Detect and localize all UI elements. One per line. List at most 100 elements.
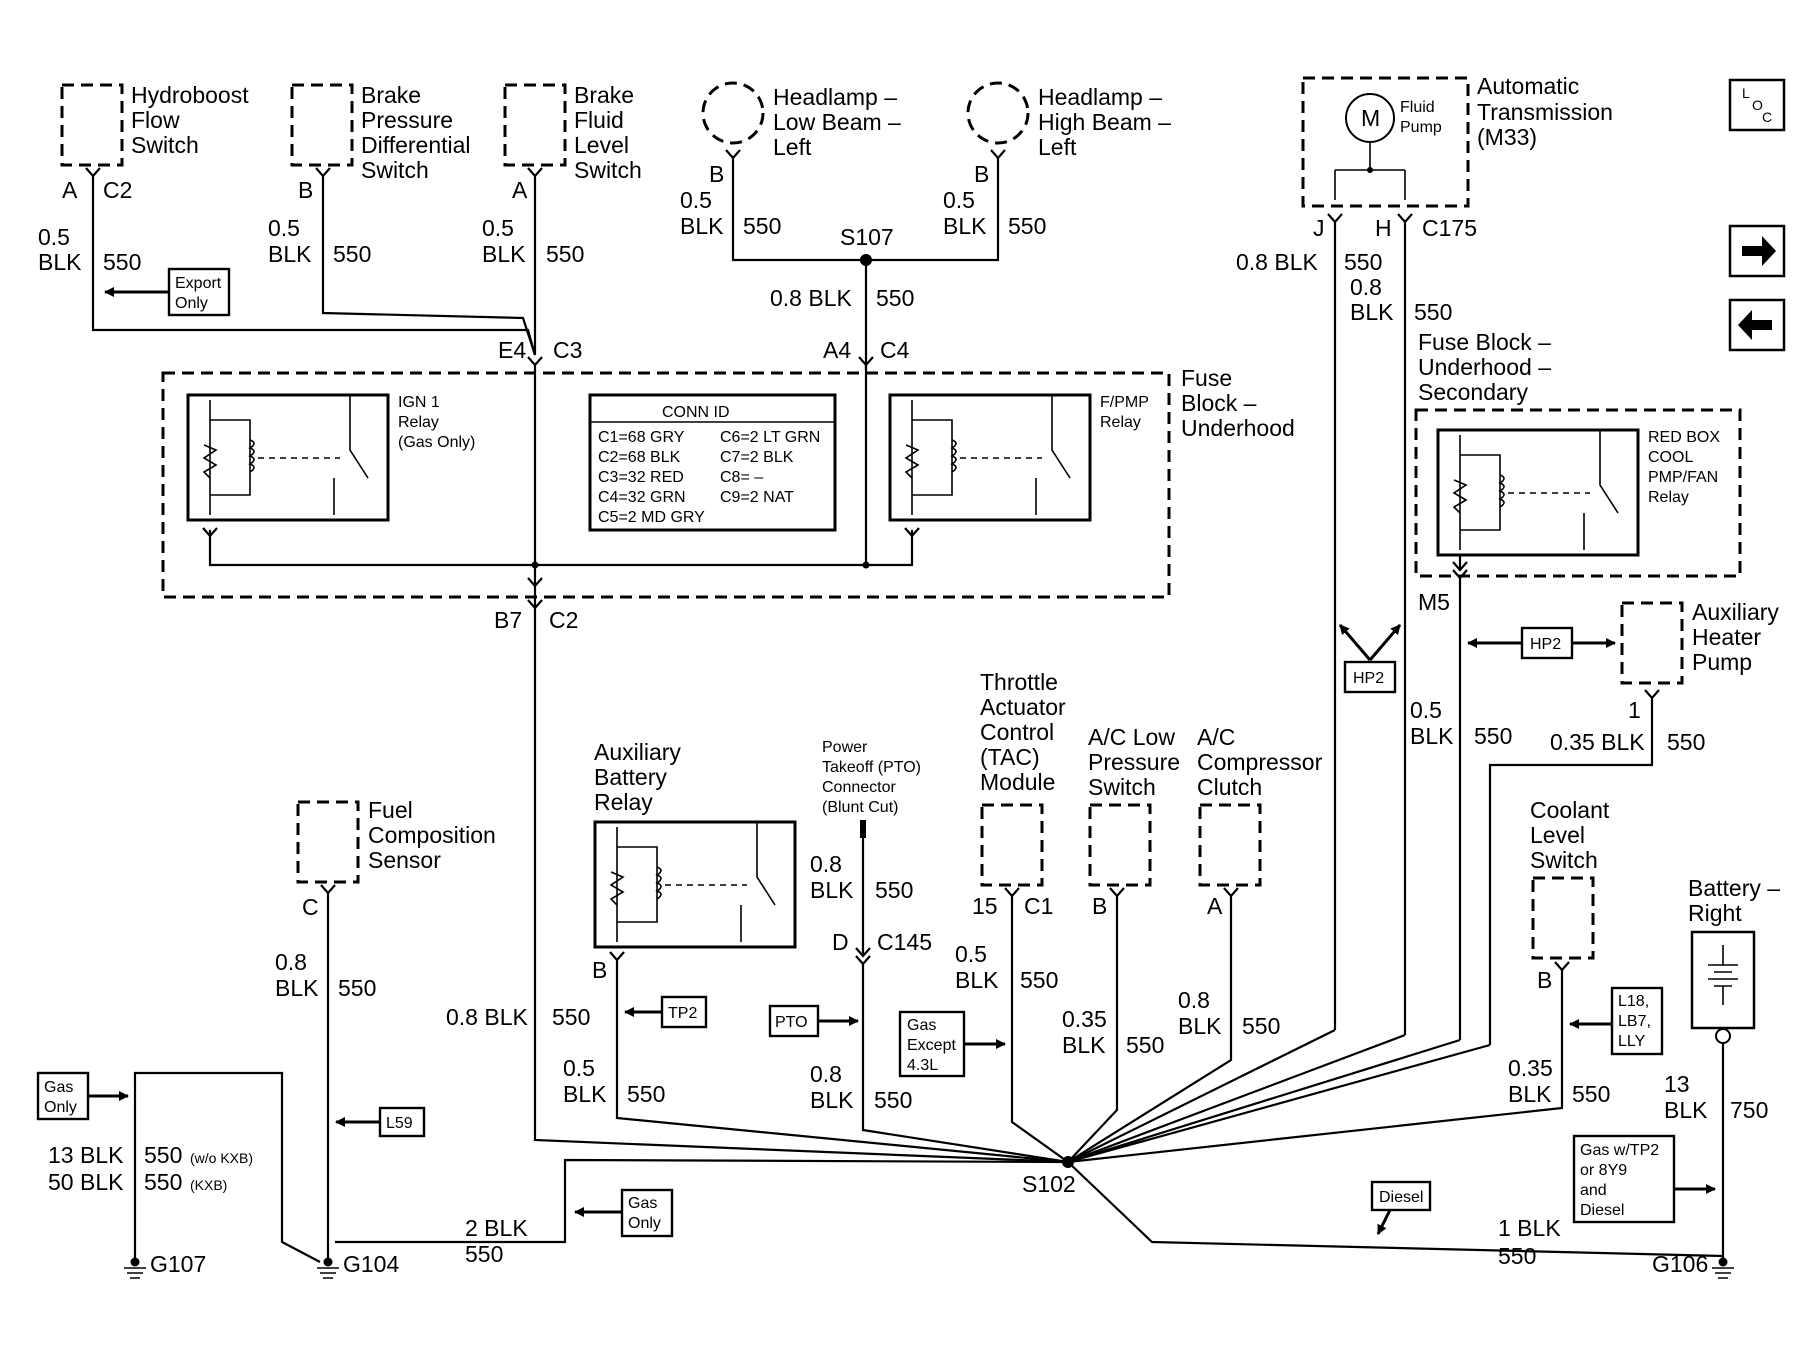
svg-text:BLK: BLK — [275, 975, 319, 1001]
svg-text:(w/o KXB): (w/o KXB) — [190, 1150, 253, 1166]
svg-text:B: B — [298, 177, 313, 203]
svg-text:M5: M5 — [1418, 589, 1450, 615]
svg-text:G106: G106 — [1652, 1251, 1708, 1277]
svg-text:0.5: 0.5 — [38, 224, 70, 250]
svg-text:S107: S107 — [840, 224, 894, 250]
svg-text:550: 550 — [627, 1081, 665, 1107]
svg-text:550: 550 — [103, 249, 141, 275]
svg-text:750: 750 — [1730, 1097, 1768, 1123]
svg-text:E4: E4 — [498, 337, 526, 363]
svg-text:BLK: BLK — [943, 213, 987, 239]
svg-text:0.8: 0.8 — [1178, 987, 1210, 1013]
svg-text:BLK: BLK — [1664, 1097, 1708, 1123]
svg-text:550: 550 — [875, 877, 913, 903]
svg-text:550: 550 — [1667, 729, 1705, 755]
svg-text:0.5: 0.5 — [943, 187, 975, 213]
pin-label: A — [62, 177, 78, 203]
svg-text:13: 13 — [1664, 1071, 1690, 1097]
svg-text:550: 550 — [465, 1241, 503, 1267]
svg-text:BLK: BLK — [1062, 1032, 1106, 1058]
svg-text:0.8: 0.8 — [810, 851, 842, 877]
svg-text:0.5: 0.5 — [680, 187, 712, 213]
svg-text:550: 550 — [876, 285, 914, 311]
svg-text:0.5: 0.5 — [1410, 697, 1442, 723]
svg-text:J: J — [1313, 215, 1325, 241]
svg-text:B: B — [592, 957, 607, 983]
arrow-right-icon — [1742, 236, 1776, 266]
next-page-button[interactable] — [1728, 224, 1786, 278]
svg-text:15: 15 — [972, 893, 998, 919]
svg-text:BLK: BLK — [810, 877, 854, 903]
svg-text:1 BLK: 1 BLK — [1498, 1215, 1561, 1241]
svg-text:550: 550 — [338, 975, 376, 1001]
svg-text:0.5: 0.5 — [268, 215, 300, 241]
svg-text:550: 550 — [1242, 1013, 1280, 1039]
pto-option-tag: PTO — [768, 1004, 859, 1038]
svg-text:BLK: BLK — [1410, 723, 1454, 749]
svg-text:L18,LB7,LLY: L18,LB7,LLY — [1618, 993, 1651, 1050]
svg-text:O: O — [1752, 97, 1763, 113]
svg-text:550: 550 — [333, 241, 371, 267]
svg-text:550: 550 — [1498, 1243, 1536, 1269]
l18-lb7-lly-option-tag: L18,LB7,LLY — [1569, 986, 1664, 1056]
svg-text:A4: A4 — [823, 337, 851, 363]
svg-text:D: D — [832, 929, 849, 955]
svg-text:550: 550 — [874, 1087, 912, 1113]
svg-text:BLK: BLK — [1350, 299, 1394, 325]
svg-text:B: B — [709, 161, 724, 187]
svg-text:0.35 BLK: 0.35 BLK — [1550, 729, 1645, 755]
svg-text:2 BLK: 2 BLK — [465, 1215, 528, 1241]
battery-right: Battery –Right — [1688, 875, 1780, 1044]
ground-g106: G106 — [1652, 1251, 1734, 1279]
svg-text:C145: C145 — [877, 929, 932, 955]
svg-text:50 BLK: 50 BLK — [48, 1169, 124, 1195]
svg-text:Diesel: Diesel — [1379, 1189, 1423, 1206]
location-button[interactable]: L O C — [1728, 78, 1786, 132]
hp2-option-tag-right: HP2 — [1467, 626, 1616, 660]
svg-text:A: A — [512, 177, 528, 203]
svg-text:0.8: 0.8 — [275, 949, 307, 975]
svg-text:Battery –Right: Battery –Right — [1688, 875, 1780, 926]
svg-text:L59: L59 — [386, 1115, 413, 1132]
svg-text:0.35: 0.35 — [1508, 1055, 1553, 1081]
svg-text:BLK: BLK — [482, 241, 526, 267]
svg-text:C: C — [302, 894, 319, 920]
svg-text:PTO: PTO — [775, 1014, 808, 1031]
svg-text:C4: C4 — [880, 337, 910, 363]
svg-text:0.8 BLK: 0.8 BLK — [446, 1004, 528, 1030]
headlamp-high-beam-left: Headlamp –High Beam –Left B — [966, 81, 1171, 187]
svg-text:M: M — [1361, 105, 1380, 131]
svg-text:BLK: BLK — [955, 967, 999, 993]
svg-text:C3: C3 — [553, 337, 582, 363]
svg-text:S102: S102 — [1022, 1171, 1076, 1197]
svg-text:BLK: BLK — [563, 1081, 607, 1107]
svg-text:550: 550 — [743, 213, 781, 239]
previous-page-button[interactable] — [1728, 298, 1786, 352]
svg-text:550: 550 — [1008, 213, 1046, 239]
svg-text:HP2: HP2 — [1353, 670, 1384, 687]
